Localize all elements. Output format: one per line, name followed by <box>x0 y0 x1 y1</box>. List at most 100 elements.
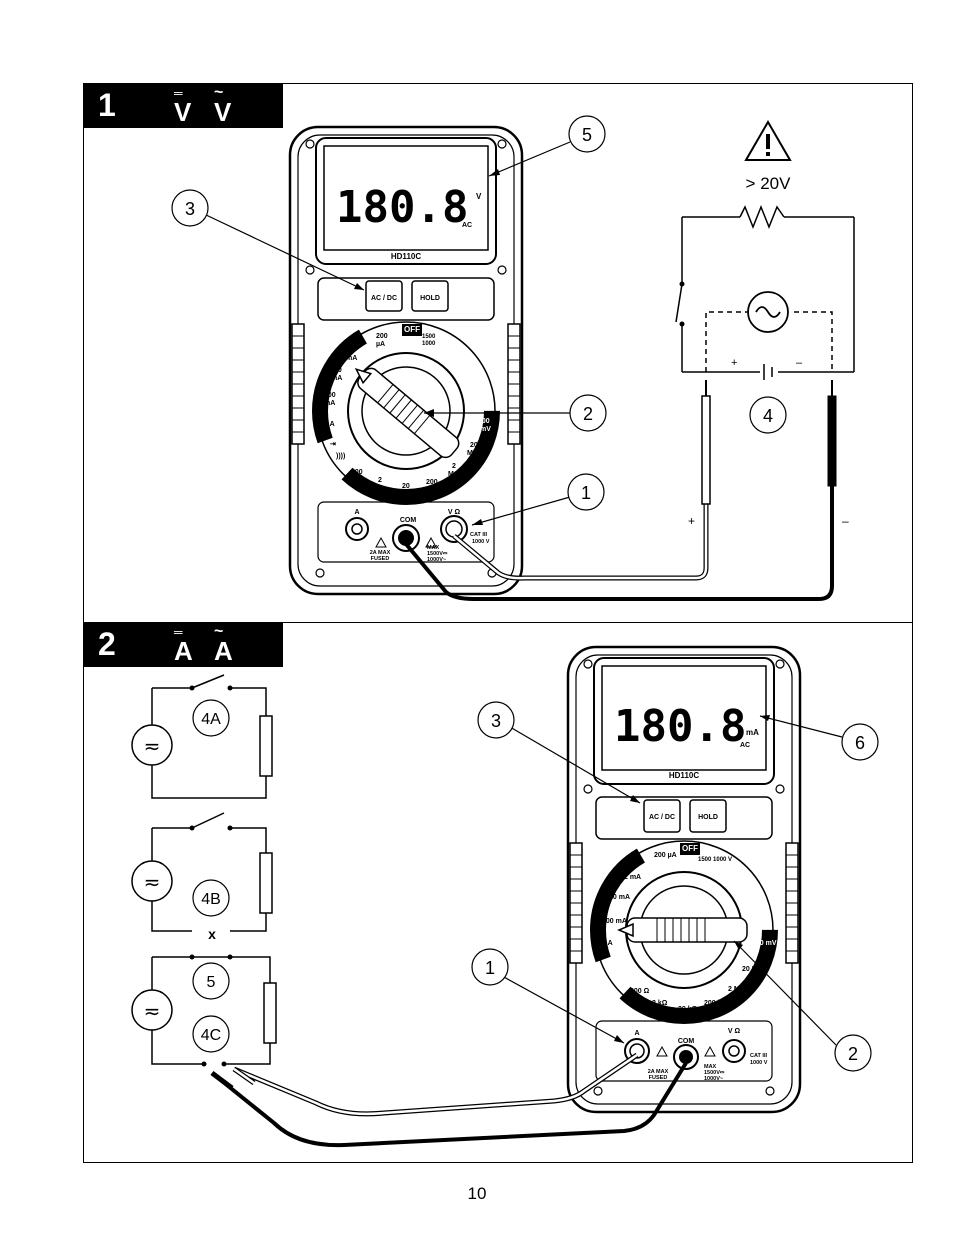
svg-text:MΩ: MΩ <box>467 450 479 457</box>
svg-text:mA: mA <box>346 355 357 362</box>
black-probe[interactable] <box>827 395 837 487</box>
svg-text:200 mV: 200 mV <box>752 940 777 947</box>
svg-text:+: + <box>731 357 737 369</box>
callout-3: 3 <box>185 199 195 219</box>
svg-text:2 MΩ: 2 MΩ <box>728 986 746 993</box>
svg-text:2: 2 <box>481 392 485 399</box>
svg-text:2: 2 <box>378 477 382 484</box>
lcd-unit: V <box>476 192 482 201</box>
callout-2: 2 <box>848 1044 858 1064</box>
svg-text:CAT III: CAT III <box>470 532 487 538</box>
svg-text:1500: 1500 <box>422 334 436 340</box>
callout-2: 2 <box>583 404 593 424</box>
ac-dc-button[interactable]: AC / DC <box>643 799 681 833</box>
svg-text:kΩ: kΩ <box>400 491 410 498</box>
panel-header: 1 ═ V ~ V <box>84 84 283 128</box>
svg-text:≂: ≂ <box>144 1001 161 1023</box>
svg-text:V: V <box>455 357 460 364</box>
svg-text:2 kΩ: 2 kΩ <box>652 1000 668 1007</box>
svg-text:–: – <box>796 357 803 369</box>
svg-text:20: 20 <box>470 442 478 449</box>
svg-text:200: 200 <box>351 469 363 476</box>
high-voltage-warning: > 20V <box>744 120 792 193</box>
svg-text:FUSED: FUSED <box>649 1075 668 1081</box>
svg-text:1000V~: 1000V~ <box>427 557 446 563</box>
svg-text:20 kΩ: 20 kΩ <box>678 1006 698 1013</box>
terminal-com-jack[interactable] <box>673 1044 699 1070</box>
terminal-a-label: A <box>634 1030 639 1037</box>
svg-text:200 µA: 200 µA <box>654 852 677 859</box>
terminal-v-jack[interactable] <box>440 515 468 543</box>
svg-text:2 A: 2 A <box>324 421 335 428</box>
svg-text:µA: µA <box>376 341 385 348</box>
lcd-reading: 180.8 <box>336 182 468 233</box>
panel-header: 2 ═ A ~ A <box>84 623 283 667</box>
svg-text:1000: 1000 <box>422 341 436 347</box>
break-mark: x <box>208 926 216 942</box>
terminal-a-jack[interactable] <box>345 517 369 541</box>
svg-text:2: 2 <box>349 347 353 354</box>
terminal-a-label: A <box>354 509 359 516</box>
svg-text:≂: ≂ <box>144 736 161 758</box>
range-scale: 200 µA 2 mA 20 mA 200 mA 2 A 200 Ω 2 kΩ … <box>602 852 777 1013</box>
positive-probe-label: + <box>688 514 695 528</box>
terminal-v-label: V Ω <box>448 509 461 516</box>
svg-text:1500V⎓: 1500V⎓ <box>704 1070 725 1076</box>
svg-text:2 mA: 2 mA <box>624 874 641 881</box>
model-label: HD110C <box>391 252 421 261</box>
callouts: 3 6 1 2 <box>471 701 879 1072</box>
svg-text:mV: mV <box>480 426 491 433</box>
svg-text:1000 V: 1000 V <box>472 539 490 545</box>
hold-button[interactable]: HOLD <box>689 799 727 833</box>
svg-text:1500V⎓: 1500V⎓ <box>427 551 448 557</box>
panel1-illustration: 180.8 V AC HD110C AC / DC HOLD <box>171 115 855 601</box>
terminal-v-label: V Ω <box>728 1028 741 1035</box>
circuit-4a: ≂ 4A <box>131 674 273 799</box>
ac-source-icon <box>131 724 173 766</box>
svg-text:200 kΩ: 200 kΩ <box>704 1000 728 1007</box>
svg-text:20 MΩ: 20 MΩ <box>742 966 764 973</box>
dc-volts-symbol: ═ V <box>174 86 192 127</box>
terminal-com-label: COM <box>400 517 417 524</box>
svg-text:200: 200 <box>452 349 464 356</box>
svg-text:kΩ: kΩ <box>374 485 384 492</box>
hold-button[interactable]: HOLD <box>411 280 449 312</box>
svg-text:20: 20 <box>402 483 410 490</box>
test-leads <box>210 1052 688 1148</box>
callout-3: 3 <box>491 711 501 731</box>
red-probe[interactable] <box>701 395 711 505</box>
svg-text:2A MAX: 2A MAX <box>370 550 391 556</box>
multimeter: 180.8 V AC HD110C AC / DC HOLD <box>288 125 524 596</box>
svg-text:200 mA: 200 mA <box>602 918 627 925</box>
svg-text:200: 200 <box>478 418 490 425</box>
svg-text:200: 200 <box>324 392 336 399</box>
svg-text:MΩ: MΩ <box>448 471 460 478</box>
callout-4a: 4A <box>201 711 221 728</box>
svg-text:CAT III: CAT III <box>750 1053 767 1059</box>
svg-text:HOLD: HOLD <box>420 295 440 302</box>
svg-text:1000 V: 1000 V <box>750 1060 768 1066</box>
voltage-circuit: + – <box>675 204 855 380</box>
lcd-reading: 180.8 <box>614 701 746 752</box>
selector-knob[interactable] <box>617 917 748 943</box>
ac-source-icon <box>131 989 173 1031</box>
svg-text:V: V <box>481 400 486 407</box>
svg-text:HOLD: HOLD <box>698 814 718 821</box>
svg-text:AC / DC: AC / DC <box>649 814 675 821</box>
rotary-selector[interactable]: OFF 200 µA 2 mA 20 mA 200 mA 2 A 200 Ω 2… <box>590 836 778 1024</box>
terminal-com-label: COM <box>678 1038 695 1045</box>
svg-text:2 V: 2 V <box>754 914 765 921</box>
warning-small-icon <box>375 536 387 548</box>
callout-5: 5 <box>207 974 216 991</box>
svg-text:20: 20 <box>469 366 477 373</box>
svg-text:20 mA: 20 mA <box>609 894 630 901</box>
page-number: 10 <box>467 1184 487 1203</box>
svg-text:MAX: MAX <box>704 1064 717 1070</box>
resistor-symbol <box>739 204 785 230</box>
terminal-com-jack[interactable] <box>392 524 420 552</box>
terminal-v-jack[interactable] <box>722 1039 746 1063</box>
selector-knob[interactable] <box>348 360 461 461</box>
ac-dc-button[interactable]: AC / DC <box>365 280 403 312</box>
